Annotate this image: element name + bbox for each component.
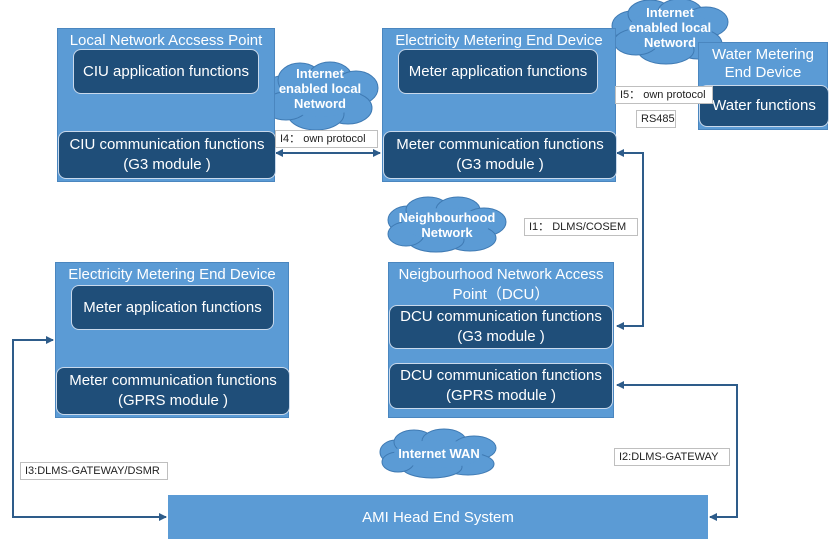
meter-communication-top-line2: (G3 module ) xyxy=(456,156,544,173)
water-metering-title-line2: End Device xyxy=(724,64,802,81)
cloud-neighbourhood-line2: Network xyxy=(421,225,473,240)
link-label-i1: I1： DLMS/COSEM xyxy=(524,218,638,236)
electricity-metering-device-top-title: Electricity Metering End Device xyxy=(395,32,603,49)
cloud-wan-line1: Internet WAN xyxy=(398,446,480,461)
ciu-communication-line2: (G3 module ) xyxy=(123,156,211,173)
ami-head-end-label: AMI Head End System xyxy=(362,508,514,526)
cloud-internet-wan xyxy=(379,428,497,479)
cloud-neighbourhood-line1: Neighbourhood xyxy=(398,210,496,225)
water-functions: Water functions xyxy=(699,85,829,127)
local-network-access-point-title: Local Network Accsess Point xyxy=(69,32,263,49)
cloud-top-right-line2: enabled local xyxy=(628,20,712,35)
dcu-title-line1: Neigbourhood Network Access xyxy=(398,266,604,283)
ciu-application-functions: CIU application functions xyxy=(73,49,259,94)
electricity-metering-device-bottom-title: Electricity Metering End Device xyxy=(68,266,276,283)
local-network-access-point: Local Network Accsess Point CIU applicat… xyxy=(57,28,276,182)
dcu-g3-communication: DCU communication functions (G3 module ) xyxy=(389,305,613,349)
dcu-title-line2: Point（DCU） xyxy=(452,286,550,303)
link-label-i5: I5： own protocol xyxy=(615,86,713,104)
water-metering-device: Water Metering End Device Water function… xyxy=(698,42,829,130)
water-functions-label: Water functions xyxy=(712,97,816,114)
cloud-neighbourhood xyxy=(387,196,507,253)
cloud-top-right xyxy=(611,0,729,65)
dcu-g3-line2: (G3 module ) xyxy=(457,328,545,345)
water-metering-title-line1: Water Metering xyxy=(712,46,814,63)
ciu-communication-functions: CIU communication functions (G3 module ) xyxy=(58,131,276,179)
meter-application-top-label: Meter application functions xyxy=(408,62,588,80)
meter-application-functions-top: Meter application functions xyxy=(398,49,598,94)
link-label-i4: I4： own protocol xyxy=(275,130,378,148)
electricity-metering-device-bottom: Electricity Metering End Device Meter ap… xyxy=(55,262,290,418)
link-label-i2: I2:DLMS-GATEWAY xyxy=(614,448,730,466)
dcu-g3-line1: DCU communication functions xyxy=(400,308,602,325)
cloud-top-right-line3: Netword xyxy=(644,35,696,50)
cloud-local-network-label: Internet enabled local Netword xyxy=(268,66,372,111)
meter-communication-functions-top: Meter communication functions (G3 module… xyxy=(383,131,617,179)
cloud-local-line2: enabled local xyxy=(278,81,362,96)
ami-head-end-system: AMI Head End System xyxy=(168,495,708,539)
meter-application-bottom-label: Meter application functions xyxy=(83,298,262,316)
electricity-metering-device-top: Electricity Metering End Device Meter ap… xyxy=(382,28,617,182)
i1-connector xyxy=(616,149,644,330)
meter-communication-functions-bottom: Meter communication functions (GPRS modu… xyxy=(56,367,290,415)
meter-communication-top-line1: Meter communication functions xyxy=(396,136,604,153)
cloud-top-right-label: Internet enabled local Netword xyxy=(618,5,722,50)
dcu-gprs-line1: DCU communication functions xyxy=(400,367,602,384)
dcu-gprs-communication: DCU communication functions (GPRS module… xyxy=(389,363,613,409)
meter-application-functions-bottom: Meter application functions xyxy=(71,285,274,330)
dcu-access-point: Neigbourhood Network Access Point（DCU） D… xyxy=(388,262,614,418)
cloud-top-right-line1: Internet xyxy=(646,5,694,20)
cloud-neighbourhood-label: Neighbourhood Network xyxy=(392,210,502,240)
i3-connector xyxy=(12,336,167,521)
meter-communication-bottom-line1: Meter communication functions xyxy=(69,372,277,389)
link-label-i3: I3:DLMS-GATEWAY/DSMR xyxy=(20,462,168,480)
cloud-local-line3: Netword xyxy=(294,96,346,111)
meter-communication-bottom-line2: (GPRS module ) xyxy=(117,392,229,409)
cloud-local-line1: Internet xyxy=(296,66,344,81)
ciu-application-label: CIU application functions xyxy=(83,62,249,80)
link-label-rs485: RS485 xyxy=(636,110,676,128)
i2-connector xyxy=(616,381,738,521)
dcu-gprs-line2: (GPRS module ) xyxy=(445,387,557,404)
ciu-communication-line1: CIU communication functions xyxy=(69,136,265,153)
cloud-wan-label: Internet WAN xyxy=(384,446,494,461)
